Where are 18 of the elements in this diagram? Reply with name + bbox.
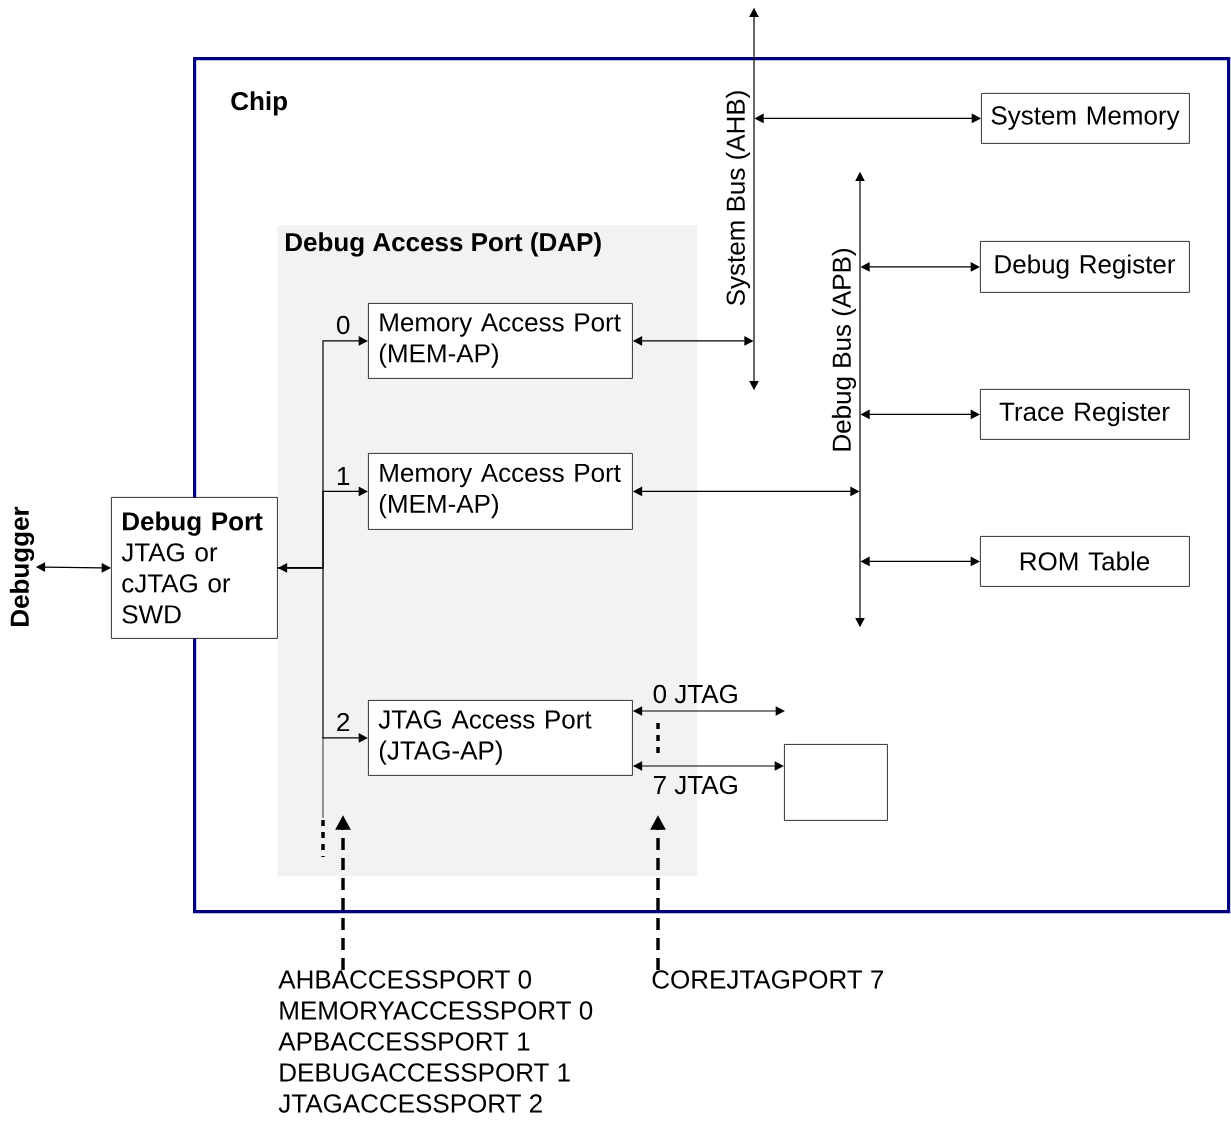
- note-text: AHBACCESSPORT 0 MEMORYACCESSPORT 0 APBACCESSPORT 1 DEBUGACCESSPORT 1 JTAGACCESSPORT 2: [278, 970, 593, 1113]
- rotated-label: Debugger: [9, 506, 35, 626]
- edge-label: 0 JTAG: [653, 684, 737, 704]
- access-port-box: JTAG Access Port (JTAG-AP): [368, 700, 633, 776]
- table-box: ROM Table: [980, 536, 1190, 587]
- edge-label: 7 JTAG: [653, 775, 737, 795]
- note-text: COREJTAGPORT 7: [652, 970, 884, 989]
- core-box: [784, 744, 888, 821]
- edge-label: 1: [337, 467, 350, 485]
- edge-label: 0: [336, 315, 350, 335]
- register-box: Trace Register: [980, 389, 1190, 440]
- access-port-box: Memory Access Port (MEM-AP): [368, 453, 633, 530]
- port-box: Debug Port JTAG or cJTAG or SWD: [111, 497, 278, 639]
- memory-box: System Memory: [981, 93, 1190, 144]
- arrow: [277, 567, 368, 743]
- access-port-box: Memory Access Port (MEM-AP): [368, 303, 633, 379]
- register-box: Debug Register: [980, 241, 1190, 293]
- edge-label: 2: [337, 712, 350, 732]
